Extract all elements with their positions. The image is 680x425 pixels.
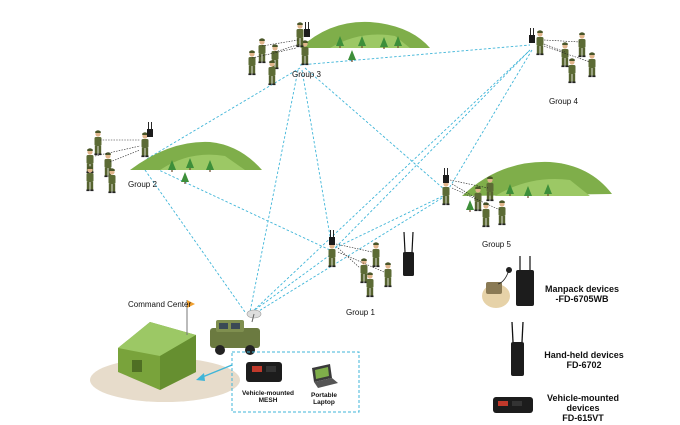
link-group3-group1	[301, 69, 333, 249]
handheld-legend-label: Hand-held devices FD-6702	[534, 350, 634, 370]
manpack-legend-line1: Manpack devices	[544, 284, 620, 294]
manpack-legend-label: Manpack devices -FD-6705WB	[536, 284, 628, 304]
command-center	[90, 300, 262, 402]
vehicle-legend-label: Vehicle-mounted devices FD-615VT	[540, 393, 626, 423]
mesh-caption: Vehicle-mounted MESH	[240, 390, 296, 404]
group2-cluster	[86, 121, 262, 194]
mesh-caption-line2: MESH	[258, 397, 278, 404]
handheld-legend-line1: Hand-held devices	[544, 350, 624, 360]
manpack-device-icon	[482, 256, 534, 308]
mesh-links	[144, 44, 533, 315]
vehicle-equipment-box	[231, 351, 360, 413]
vehicle-legend-line1: Vehicle-mounted	[546, 393, 619, 403]
group-4-label: Group 4	[549, 97, 578, 106]
link-group4-command	[251, 51, 529, 313]
link-group3-group2	[144, 67, 301, 161]
handheld-legend-line2: FD-6702	[566, 360, 602, 370]
laptop-caption-line1: Portable	[310, 392, 337, 399]
link-group1-command	[251, 254, 331, 313]
manpack-legend-line2: -FD-6705WB	[555, 294, 609, 304]
link-group3-group4	[299, 44, 531, 66]
mesh-device-icon	[246, 362, 282, 382]
handheld-legend-icon	[511, 321, 524, 376]
group-2-label: Group 2	[128, 180, 157, 189]
link-group2-command	[144, 169, 246, 313]
laptop-icon	[312, 364, 338, 388]
group-5-label: Group 5	[482, 240, 511, 249]
link-group2-group1	[147, 164, 331, 251]
group4-cluster	[528, 27, 596, 84]
vehicle-legend-line3: FD-615VT	[562, 413, 604, 423]
group-3-label: Group 3	[292, 70, 321, 79]
group3-cluster	[248, 21, 430, 86]
laptop-caption-line2: Laptop	[313, 399, 335, 406]
link-group1-group5	[334, 194, 446, 249]
link-group5-command	[253, 197, 443, 315]
mesh-caption-line1: Vehicle-mounted	[241, 390, 294, 397]
link-group4-group5	[447, 49, 533, 191]
vehicle-legend-line2: devices	[566, 403, 600, 413]
link-group3-command	[249, 69, 299, 313]
laptop-caption: Portable Laptop	[306, 392, 342, 406]
group5-cluster	[442, 161, 612, 228]
command-center-label: Command Center	[128, 300, 192, 309]
link-group4-group1	[334, 49, 531, 249]
vehicle-device-legend-icon	[493, 397, 533, 413]
group-1-label: Group 1	[346, 308, 375, 317]
link-group3-group5	[304, 67, 446, 191]
handheld-device-icon	[403, 252, 414, 276]
group1-cluster	[328, 229, 414, 298]
